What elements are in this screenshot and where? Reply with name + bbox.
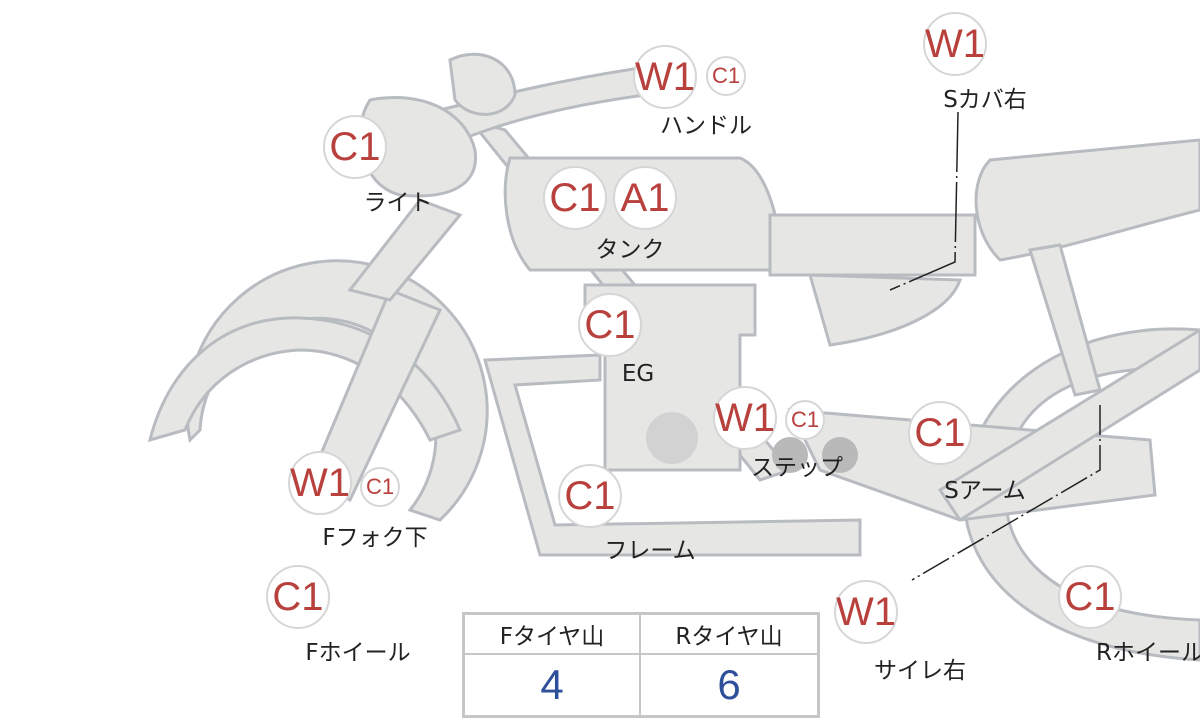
tire-tread-table: Fタイヤ山 Rタイヤ山 4 6	[462, 612, 820, 718]
mirror-stem	[448, 52, 517, 116]
code-badge: W1	[633, 45, 697, 109]
rear-tire-value: 6	[717, 661, 741, 708]
frame-down	[347, 198, 463, 302]
front-tire-header: Fタイヤ山	[465, 615, 641, 655]
code-badge: A1	[613, 166, 677, 230]
part-label: ライト	[363, 190, 433, 216]
rear-shock	[1028, 243, 1102, 397]
code-badge: W1	[923, 12, 987, 76]
part-label: Fフォク下	[322, 525, 428, 551]
step-peg	[822, 437, 858, 473]
code-badge: C1	[578, 293, 642, 357]
seat	[768, 213, 977, 277]
part-label: サイレ右	[874, 658, 966, 684]
code-badge: C1	[323, 115, 387, 179]
part-label: ハンドル	[660, 113, 752, 139]
rear-wheel	[962, 327, 1200, 662]
leader-line-scover	[889, 111, 959, 291]
rear-tire-header: Rタイヤ山	[641, 615, 817, 655]
frame-lower	[483, 353, 862, 557]
code-badge: C1	[266, 565, 330, 629]
front-fork	[308, 288, 443, 503]
rear-cowl	[974, 138, 1200, 262]
side-cover	[807, 273, 963, 347]
part-label: Rホイール	[1096, 640, 1200, 666]
code-badge: C1	[543, 166, 607, 230]
part-label: タンク	[595, 237, 665, 263]
code-badge: W1	[834, 580, 898, 644]
part-label: フレーム	[604, 538, 696, 564]
front-tire-value: 4	[465, 655, 641, 715]
code-badge: C1	[908, 401, 972, 465]
code-badge: C1	[785, 400, 825, 440]
part-label: Fホイール	[305, 640, 411, 666]
part-label: Sカバ右	[943, 87, 1027, 113]
leader-line-silencer	[911, 405, 1101, 581]
part-label: EG	[621, 361, 655, 387]
step-peg	[772, 437, 808, 473]
code-badge: W1	[713, 386, 777, 450]
code-badge: W1	[288, 451, 352, 515]
code-badge: C1	[360, 467, 400, 507]
part-label: Sアーム	[944, 478, 1026, 504]
code-badge: C1	[706, 56, 746, 96]
engine-cover	[646, 412, 698, 464]
muffler	[937, 328, 1200, 523]
part-label: ステップ	[751, 455, 843, 481]
code-badge: C1	[1058, 565, 1122, 629]
code-badge: C1	[558, 464, 622, 528]
